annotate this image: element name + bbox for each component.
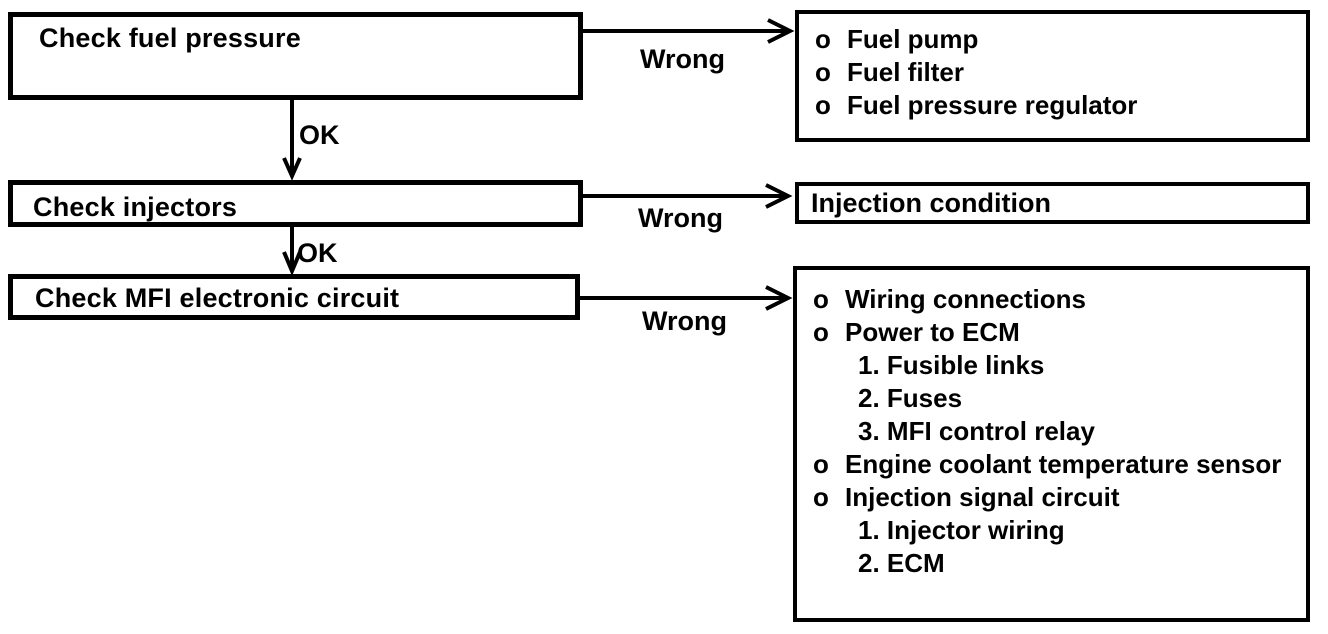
list-item: 2. ECM (797, 547, 1306, 580)
bullet-marker (826, 415, 858, 448)
list-item-text: Injection signal circuit (845, 482, 1120, 512)
bullet-marker: o (813, 284, 829, 314)
list-item: 3. MFI control relay (797, 415, 1306, 448)
result-box-injection-condition: Injection condition (795, 182, 1310, 224)
bullet-marker (826, 547, 858, 580)
bullet-marker: o (813, 482, 829, 512)
list-item-text: 1. Injector wiring (858, 515, 1065, 545)
list-item: o Wiring connections (797, 283, 1306, 316)
edge-label-ok-1: OK (299, 120, 340, 150)
result-box-fuel-pressure-causes: o Fuel pump o Fuel filter o Fuel pressur… (795, 10, 1310, 142)
list-item-text: 1. Fusible links (858, 350, 1045, 380)
edge-label-ok-2: OK (297, 238, 338, 268)
wrong-arrow-3 (580, 285, 793, 311)
list-item: 2. Fuses (797, 382, 1306, 415)
step-label: Check MFI electronic circuit (35, 283, 400, 313)
list-item-text: 2. ECM (858, 548, 945, 578)
step-box-check-mfi-electronic-circuit: Check MFI electronic circuit (8, 274, 580, 320)
list-item: o Fuel pump (799, 23, 1306, 56)
list-item-text: 2. Fuses (858, 383, 963, 413)
bullet-marker: o (815, 57, 831, 87)
list-item-text: Fuel pressure regulator (847, 90, 1138, 120)
list-item-text: Power to ECM (845, 317, 1020, 347)
step-box-check-injectors: Check injectors (8, 180, 583, 227)
list-item-text: Fuel filter (847, 57, 965, 87)
bullet-marker: o (815, 90, 831, 120)
edge-label-wrong-2: Wrong (638, 203, 723, 233)
edge-label-wrong-3: Wrong (642, 306, 727, 336)
result-box-mfi-circuit-causes: o Wiring connections o Power to ECM 1. F… (793, 266, 1310, 622)
ok-arrow-2 (282, 227, 302, 277)
edge-label-wrong-1: Wrong (640, 44, 725, 74)
result-text: Injection condition (811, 187, 1051, 218)
list-item: o Power to ECM (797, 316, 1306, 349)
list-item-text: Wiring connections (845, 284, 1086, 314)
bullet-marker (826, 349, 858, 382)
bullet-marker: o (813, 449, 829, 479)
wrong-arrow-2 (583, 183, 793, 209)
list-item: o Injection signal circuit (797, 481, 1306, 514)
list-item-text: 3. MFI control relay (858, 416, 1095, 446)
bullet-marker (826, 382, 858, 415)
ok-arrow-1 (282, 98, 302, 181)
step-box-check-fuel-pressure: Check fuel pressure (8, 12, 583, 100)
step-label: Check fuel pressure (39, 23, 301, 53)
list-item-text: Engine coolant temperature sensor (845, 449, 1282, 479)
step-label: Check injectors (33, 192, 238, 222)
wrong-arrow-1 (583, 18, 795, 44)
list-item: o Engine coolant temperature sensor (797, 448, 1306, 481)
list-item: 1. Fusible links (797, 349, 1306, 382)
list-item-text: Fuel pump (847, 24, 979, 54)
list-item: o Fuel pressure regulator (799, 89, 1306, 122)
bullet-marker: o (813, 317, 829, 347)
bullet-marker (826, 514, 858, 547)
list-item: o Fuel filter (799, 56, 1306, 89)
bullet-marker: o (815, 24, 831, 54)
list-item: 1. Injector wiring (797, 514, 1306, 547)
